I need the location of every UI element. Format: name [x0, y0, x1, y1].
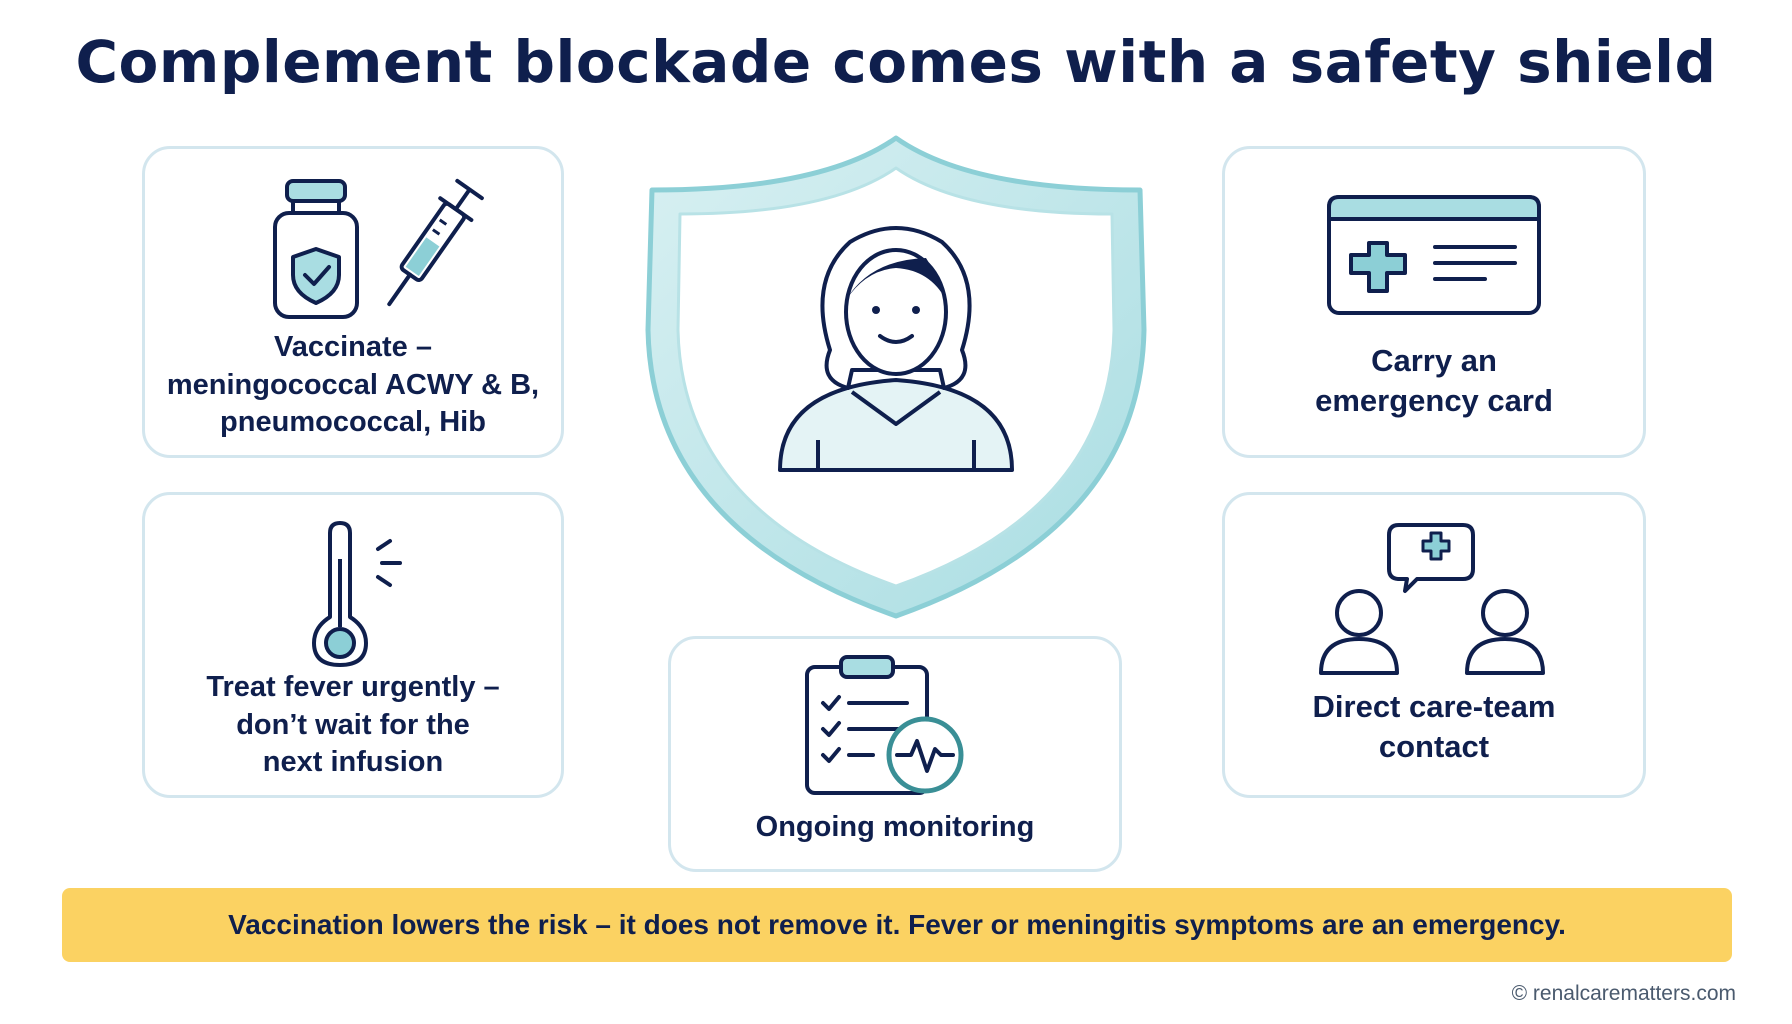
emergency-card-card: Carry an emergency card — [1222, 146, 1646, 458]
patient-in-shield-icon — [645, 135, 1147, 619]
care-team-card: Direct care-team contact — [1222, 492, 1646, 798]
patient-icon — [778, 226, 1014, 472]
emergency-card-icon — [1327, 195, 1541, 315]
fever-card: Treat fever urgently – don’t wait for th… — [142, 492, 564, 798]
warning-banner: Vaccination lowers the risk – it does no… — [62, 888, 1732, 962]
emergency-card-label: Carry an emergency card — [1315, 343, 1553, 419]
clipboard-monitor-icon — [805, 655, 964, 795]
vaccine-vial-icon — [273, 179, 359, 319]
vaccinate-card: Vaccinate – meningococcal ACWY & B, pneu… — [142, 146, 564, 458]
monitoring-card: Ongoing monitoring — [668, 636, 1122, 872]
fever-label: Treat fever urgently – don’t wait for th… — [206, 671, 500, 779]
warning-banner-text: Vaccination lowers the risk – it does no… — [228, 909, 1566, 940]
page-title: Complement blockade comes with a safety … — [75, 28, 1717, 96]
syringe-icon — [387, 178, 484, 307]
care-team-chat-icon — [1319, 523, 1545, 675]
thermometer-icon — [312, 521, 402, 667]
monitoring-label: Ongoing monitoring — [755, 811, 1035, 843]
copyright-footer: © renalcarematters.com — [1511, 982, 1736, 1005]
vaccinate-label: Vaccinate – meningococcal ACWY & B, pneu… — [166, 331, 540, 439]
care-team-label: Direct care-team contact — [1312, 689, 1556, 765]
